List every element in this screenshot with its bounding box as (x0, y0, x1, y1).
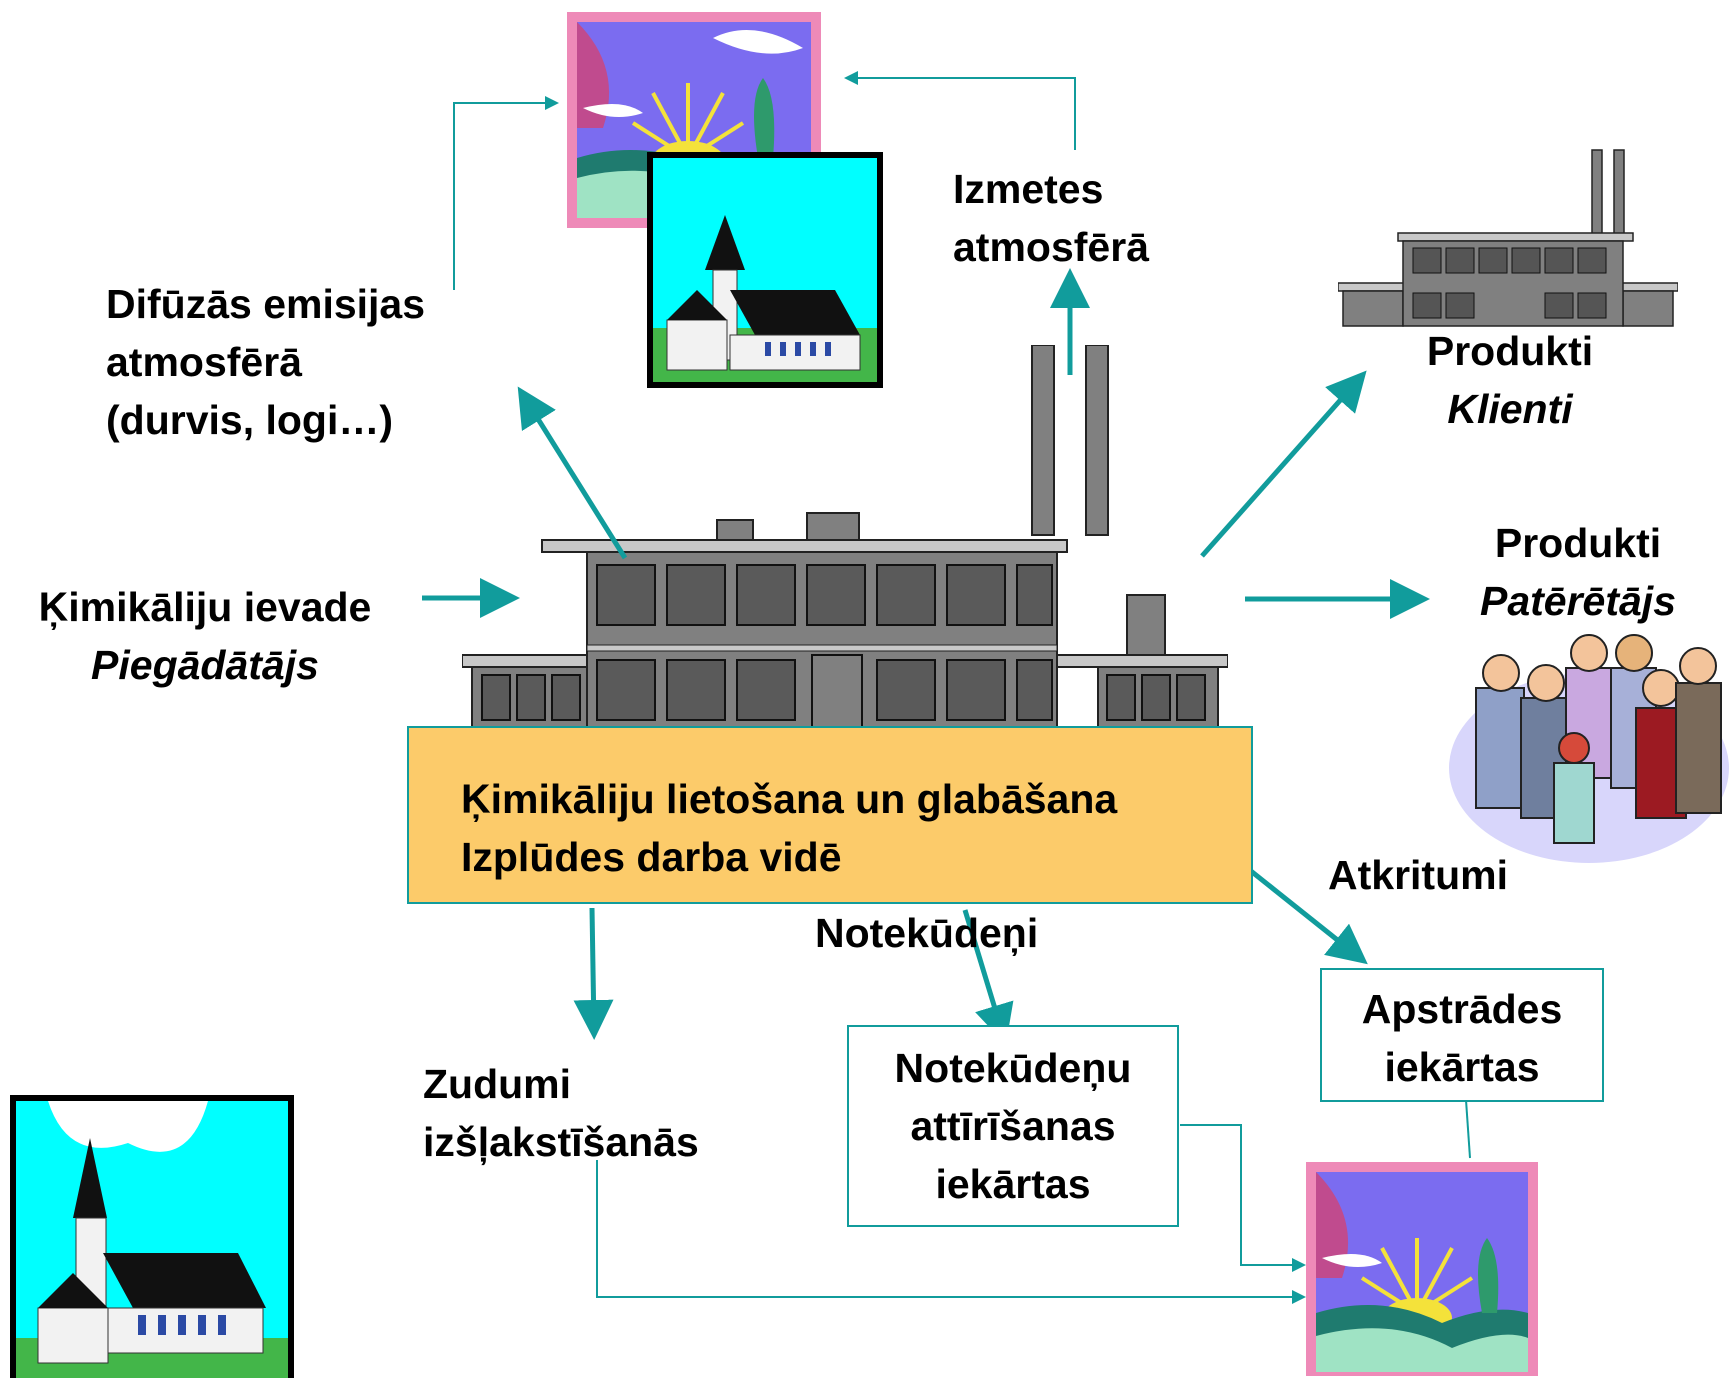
treatment-box: Apstrādes iekārtas (1320, 968, 1604, 1102)
emissions-label: Izmetes atmosfērā (953, 166, 1149, 270)
diffuse-emissions-label: Difūzās emisijas atmosfērā (durvis, logi… (106, 281, 426, 443)
products-consumer-label: Produkti Patērētājs (1479, 520, 1676, 624)
arrow-losses (573, 907, 614, 1040)
products-clients-label: Produkti Klienti (1426, 328, 1594, 432)
arrow-wastewater (962, 909, 1014, 1045)
input-label: Ķimikāliju ievade Piegādātājs (38, 584, 372, 688)
people-group-icon (1446, 628, 1732, 873)
emissions-connector (844, 71, 1076, 150)
losses-connector (596, 1160, 1306, 1304)
central-line-2: Izplūdes darba vidē (461, 834, 842, 880)
landscape-icon-bottom (1302, 1158, 1542, 1378)
small-factory-icon (1337, 148, 1679, 328)
arrow-products-clients (1200, 370, 1367, 558)
losses-label: Zudumi izšļakstīšanās (423, 1061, 699, 1165)
church-icon-bottom (8, 1093, 296, 1378)
wastewater-label: Notekūdeņi (815, 910, 1039, 956)
wastewater-plant-connector (1180, 1124, 1306, 1272)
treatment-connector (1465, 1099, 1471, 1159)
church-icon-top (645, 150, 885, 390)
central-process-box: Ķimikāliju lietošana un glabāšana Izplūd… (407, 726, 1253, 904)
arrow-diffuse (517, 386, 628, 560)
wastewater-plant-box: Notekūdeņu attīrīšanas iekārtas (847, 1025, 1179, 1227)
diffuse-connector (453, 96, 559, 290)
central-line-1: Ķimikāliju lietošana un glabāšana (461, 776, 1118, 822)
waste-label: Atkritumi (1328, 852, 1508, 898)
